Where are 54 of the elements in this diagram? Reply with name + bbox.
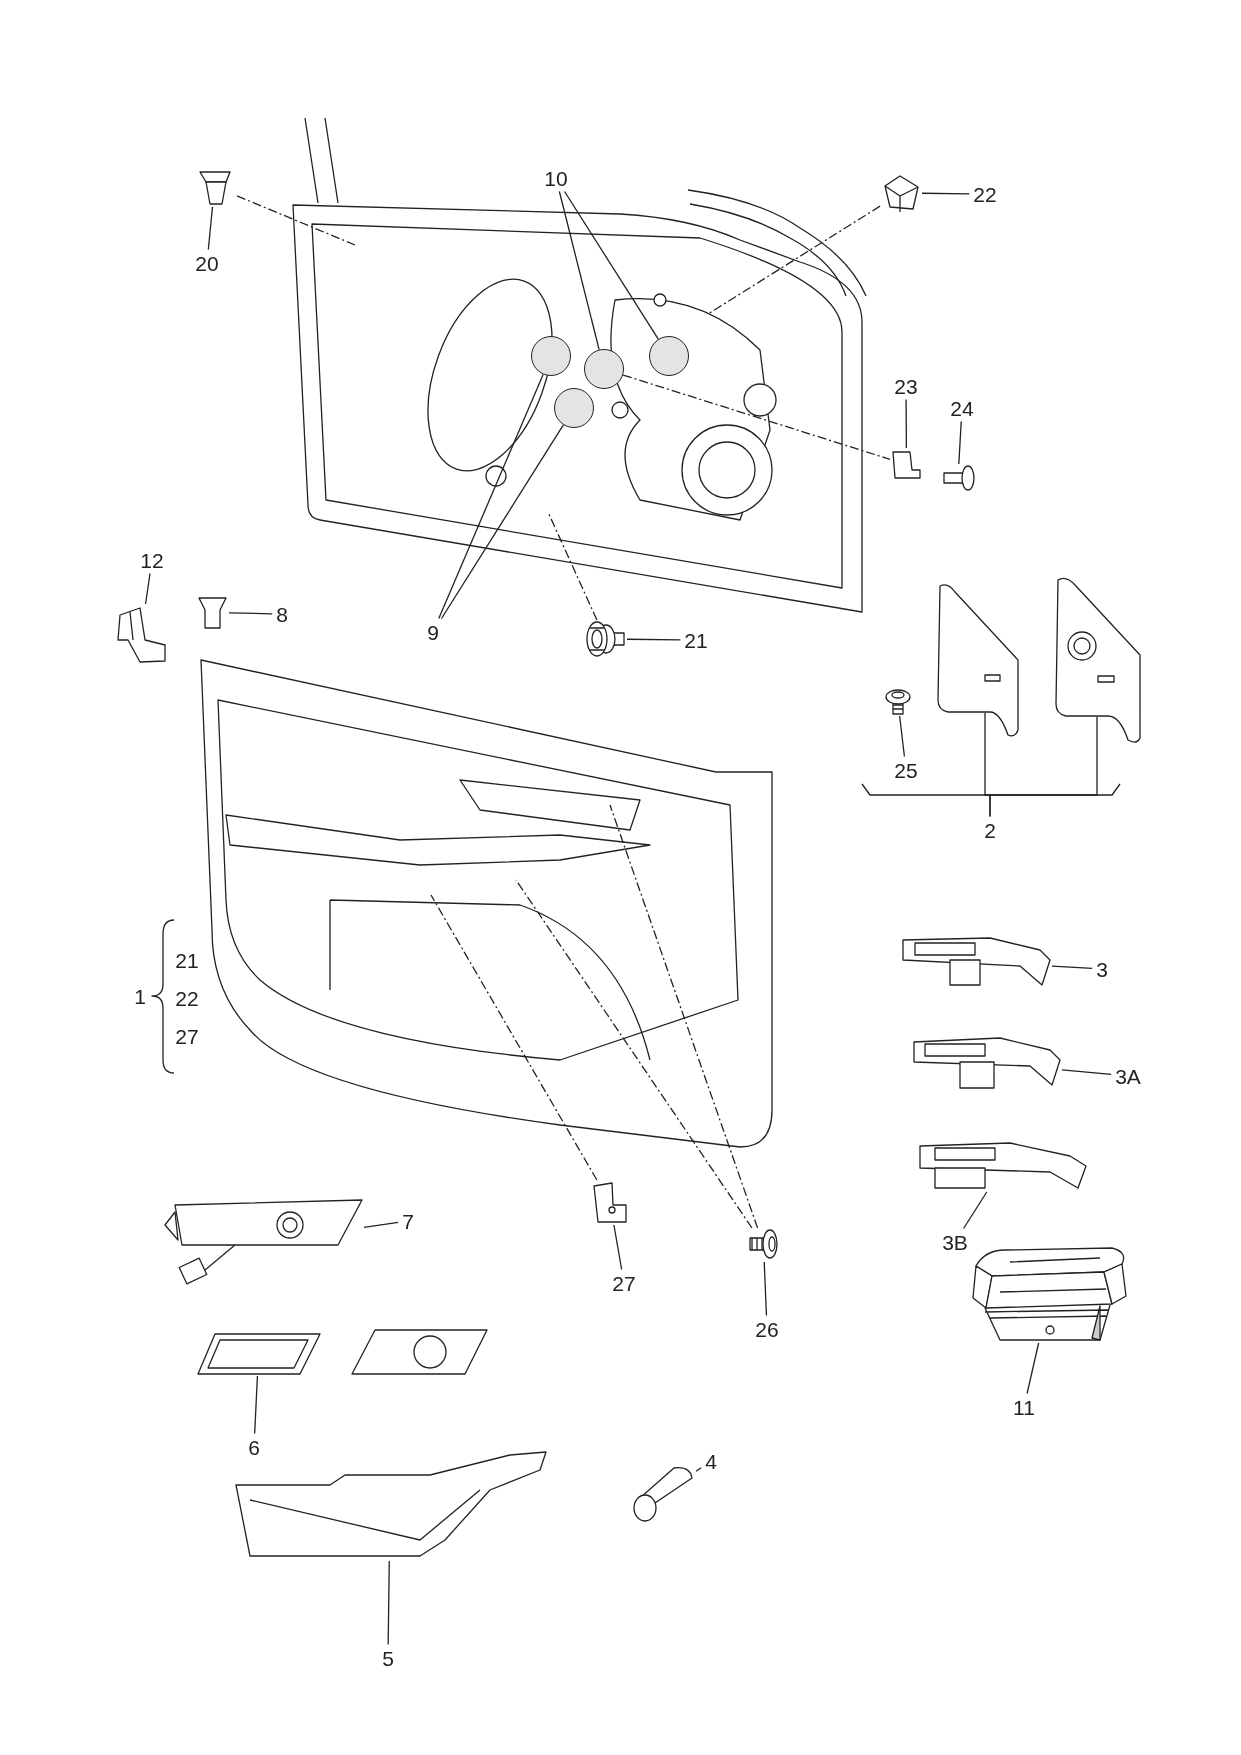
leader-line: [363, 1221, 399, 1228]
leader-line: [387, 1560, 390, 1646]
leader-line: [558, 190, 600, 351]
leader-line: [1026, 1342, 1040, 1395]
callout-number: 22: [971, 182, 999, 206]
callout-number: 27: [610, 1271, 638, 1295]
leader-line: [763, 1261, 768, 1317]
callout-number: 27: [174, 1024, 200, 1048]
callout-number: 11: [1011, 1395, 1037, 1419]
leader-line: [613, 1224, 623, 1271]
callout-number: 21: [174, 948, 200, 972]
dash-dot-line: [609, 804, 759, 1229]
leader-line: [626, 638, 681, 641]
leader-line: [1061, 1069, 1112, 1076]
callout-number: 2: [982, 818, 998, 842]
callout-number: 23: [892, 374, 920, 398]
leader-line: [438, 373, 544, 620]
callout-number: 4: [703, 1449, 719, 1473]
leader-line: [254, 1375, 259, 1435]
callout-number: 22: [174, 986, 200, 1010]
leader-line: [563, 190, 659, 340]
callout-number: 21: [682, 628, 710, 652]
callout-number: 1: [133, 984, 147, 1008]
leader-line: [695, 1467, 702, 1472]
leader-line: [207, 206, 214, 251]
callout-number: 3A: [1113, 1064, 1143, 1088]
callout-number: 24: [948, 396, 976, 420]
callout-number: 3: [1094, 957, 1110, 981]
callout-number: 26: [753, 1317, 781, 1341]
leader-line: [921, 192, 970, 195]
leader-line: [1051, 965, 1093, 970]
dash-dot-line: [622, 374, 891, 460]
leader-line: [440, 424, 564, 620]
leader-line: [144, 572, 151, 605]
callout-number: 20: [193, 251, 221, 275]
dash-dot-line: [547, 511, 598, 621]
callout-number: 25: [892, 758, 920, 782]
callout-number: 6: [246, 1435, 262, 1459]
dash-dot-line: [707, 205, 881, 315]
callout-number: 12: [138, 548, 166, 572]
callout-number: 9: [425, 620, 441, 644]
callout-number: 7: [400, 1209, 416, 1233]
callout-number: 5: [380, 1646, 396, 1670]
leader-line: [899, 715, 906, 758]
callout-number: 8: [274, 602, 290, 626]
callout-number: 10: [542, 166, 570, 190]
dash-dot-line: [236, 195, 356, 246]
callout-number: 3B: [940, 1230, 970, 1254]
dash-dot-line: [430, 894, 598, 1181]
leader-line: [962, 1191, 988, 1230]
leader-line: [989, 716, 1098, 818]
leader-line: [228, 612, 273, 615]
leader-line: [958, 420, 962, 465]
leader-line: [905, 398, 908, 449]
